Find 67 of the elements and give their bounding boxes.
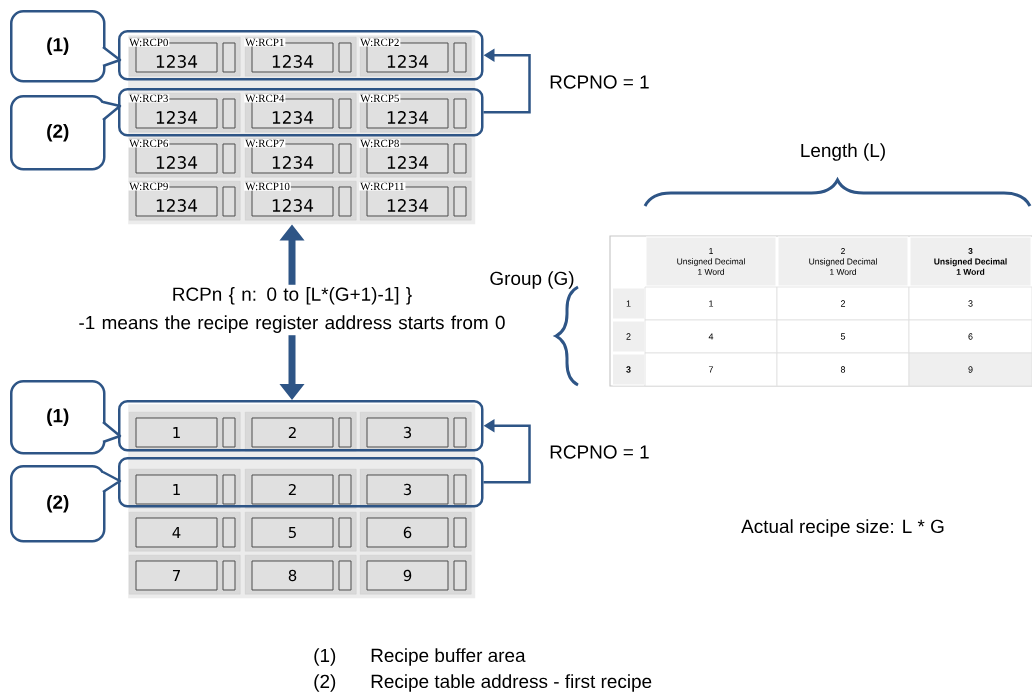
spin-box: 1234 W:RCP6 [128,138,241,178]
spin-box: 2 [245,469,357,509]
table-cell: 2 [776,286,910,321]
tag-label: W:RCP1 [244,38,286,47]
spin-box: 8 [245,555,357,595]
spin-box: 9 [360,555,472,595]
spin-box: 1234 W:RCP5 [359,93,472,133]
row-header: 1 [612,287,645,320]
spin-box: 7 [129,555,241,595]
tag-label: W:RCP2 [359,38,401,47]
column-header: 3 Unsigned Decimal 1 Word [909,236,1032,287]
table-cell: 4 [644,319,778,354]
spin-box: 4 [129,512,241,552]
spin-box: 1 [129,412,241,452]
formula-note: RCPn { n: 0 to [L*(G+1)-1] } -1 means the recipe register address starts from 0 [79,286,505,333]
row-header: 3 [612,353,645,386]
spin-box: 1234 W:RCP1 [244,37,357,77]
highlight-frame [118,400,484,452]
spin-box: 1234 W:RCP2 [359,37,472,77]
spin-box: 1234 W:RCP4 [244,93,357,133]
key-number: (1) [314,648,336,666]
tag-label: W:RCP0 [128,38,170,47]
spin-box: 2 [245,412,357,452]
table-cell: 9 [908,352,1032,387]
tag-label: W:RCP9 [128,182,170,191]
spin-box: 3 [360,412,472,452]
tag-label: W:RCP10 [244,182,291,191]
callout-bubble: (2) [10,465,122,543]
tag-label: W:RCP5 [359,94,401,103]
tag-label: W:RCP11 [359,182,406,191]
key-text: Recipe buffer area [371,648,526,666]
edge-label: RCPNO = 1 [550,75,649,89]
callout-bubble: (2) [10,95,122,171]
table-cell: 1 [644,286,778,321]
column-header: 2 Unsigned Decimal 1 Word [777,236,909,287]
edge-label: RCPNO = 1 [550,445,649,459]
callout-bubble: (1) [10,380,122,455]
spin-box: 1234 W:RCP9 [128,181,241,221]
spin-box: 1234 W:RCP0 [128,37,241,77]
key-number: (2) [314,674,336,692]
tag-label: W:RCP6 [128,139,170,148]
spin-box: 3 [360,469,472,509]
highlight-frame [118,30,484,81]
dimension-label: Group (G) [490,271,574,289]
table-cell: 8 [776,352,910,387]
dimension-label: Length (L) [801,143,885,161]
spin-box: 1 [129,469,241,509]
table-cell: 7 [644,352,778,387]
tag-label: W:RCP8 [359,139,401,148]
spin-box: 1234 W:RCP3 [128,93,241,133]
spin-box: 1234 W:RCP7 [244,138,357,178]
tag-label: W:RCP4 [244,94,286,103]
row-header: 2 [612,320,645,353]
key-text: Recipe table address - first recipe [371,674,652,692]
note-text: Actual recipe size: L * G [741,519,944,537]
callout-bubble: (1) [10,10,122,83]
tag-label: W:RCP3 [128,94,170,103]
column-header: 1 Unsigned Decimal 1 Word [645,236,777,287]
table-cell: 5 [776,319,910,354]
table-cell: 6 [908,319,1032,354]
spin-box: 1234 W:RCP8 [359,138,472,178]
spin-box: 1234 W:RCP11 [359,181,472,221]
tag-label: W:RCP7 [244,139,286,148]
spin-box: 5 [245,512,357,552]
table-cell: 3 [908,286,1032,321]
spin-box: 6 [360,512,472,552]
spin-box: 1234 W:RCP10 [244,181,357,221]
